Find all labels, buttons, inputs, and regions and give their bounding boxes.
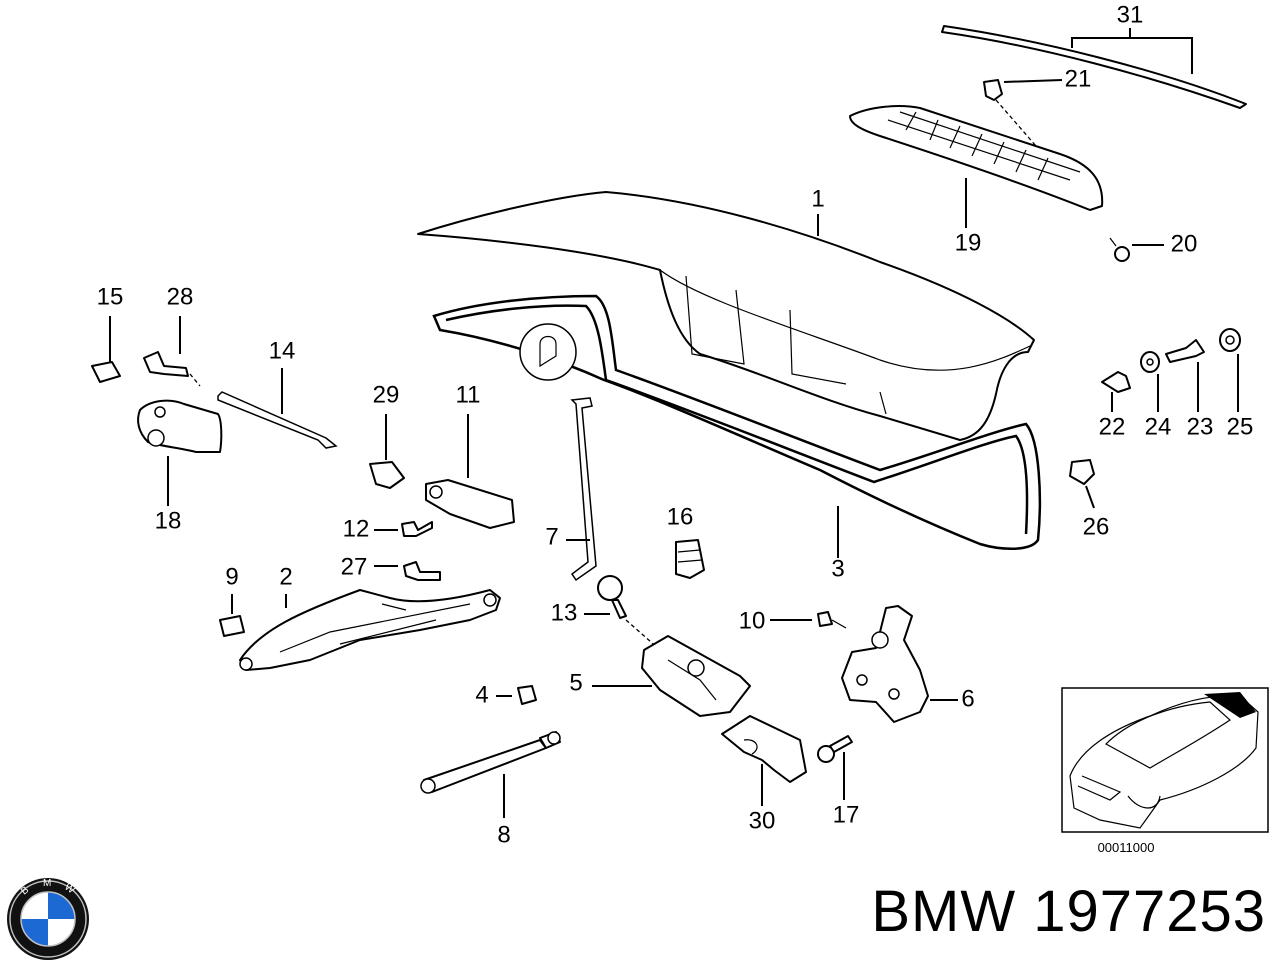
part-3-trunk-seal: 3 bbox=[432, 294, 1042, 582]
label-11: 11 bbox=[456, 381, 481, 408]
label-20: 20 bbox=[1171, 230, 1198, 257]
part-1-trunk-lid: 1 bbox=[417, 185, 1035, 441]
part-4-nut: 4 bbox=[475, 681, 537, 708]
part-25-nut: 25 bbox=[1219, 328, 1254, 440]
part-18-hinge: 18 bbox=[137, 399, 223, 534]
part-9-cap: 9 bbox=[219, 563, 245, 637]
part-5-lock-housing: 5 bbox=[569, 635, 751, 717]
label-25: 25 bbox=[1227, 413, 1254, 440]
part-17-screw: 17 bbox=[817, 735, 860, 828]
label-22: 22 bbox=[1099, 413, 1126, 440]
part-2-linkage: 2 bbox=[239, 563, 501, 671]
label-15: 15 bbox=[97, 283, 124, 310]
part-14-rod: 14 bbox=[217, 337, 338, 449]
label-24: 24 bbox=[1145, 413, 1172, 440]
label-14: 14 bbox=[269, 337, 296, 364]
inset-vehicle-location: 00011000 bbox=[1061, 687, 1269, 855]
part-27-screw: 27 bbox=[341, 553, 441, 581]
label-4: 4 bbox=[475, 681, 488, 708]
label-10: 10 bbox=[739, 607, 766, 634]
inset-code: 00011000 bbox=[1098, 840, 1155, 855]
label-19: 19 bbox=[955, 229, 982, 256]
part-19-brake-light: 19 bbox=[849, 105, 1104, 256]
label-29: 29 bbox=[373, 381, 400, 408]
label-6: 6 bbox=[961, 685, 974, 712]
label-18: 18 bbox=[155, 507, 182, 534]
part-15-bolt: 15 bbox=[91, 283, 124, 383]
label-30: 30 bbox=[749, 807, 776, 834]
part-16-buffer: 16 bbox=[667, 503, 705, 579]
label-21: 21 bbox=[1065, 65, 1092, 92]
part-31-spoiler-strip: 31 bbox=[941, 1, 1247, 109]
part-22-screw: 22 bbox=[1099, 371, 1131, 440]
label-9: 9 bbox=[225, 563, 238, 590]
label-13: 13 bbox=[551, 599, 578, 626]
label-17: 17 bbox=[833, 801, 860, 828]
part-11-switch: 11 bbox=[425, 381, 515, 529]
part-30-gasket: 30 bbox=[721, 715, 807, 834]
part-24-washer: 24 bbox=[1140, 351, 1172, 440]
label-8: 8 bbox=[497, 821, 510, 848]
part-23-bolt: 23 bbox=[1165, 339, 1214, 440]
label-1: 1 bbox=[811, 185, 824, 212]
label-23: 23 bbox=[1187, 413, 1214, 440]
part-6-lock: 6 bbox=[841, 605, 975, 723]
bmw-logo: B M W bbox=[7, 878, 89, 960]
label-7: 7 bbox=[545, 523, 558, 550]
label-31: 31 bbox=[1117, 1, 1144, 28]
part-8-gas-strut: 8 bbox=[420, 731, 561, 848]
label-28: 28 bbox=[167, 283, 194, 310]
part-28-bolt: 28 bbox=[143, 283, 201, 387]
part-20-screw: 20 bbox=[1109, 230, 1198, 262]
svg-text:M: M bbox=[43, 878, 51, 889]
label-27: 27 bbox=[341, 553, 368, 580]
part-26-clip: 26 bbox=[1069, 459, 1110, 540]
label-5: 5 bbox=[569, 669, 582, 696]
part-12-screw: 12 bbox=[343, 515, 433, 542]
label-12: 12 bbox=[343, 515, 370, 542]
part-13-screw: 13 bbox=[551, 575, 661, 651]
part-number-title: BMW 1977253 bbox=[871, 879, 1266, 944]
part-21-clip: 21 bbox=[983, 65, 1092, 147]
label-16: 16 bbox=[667, 503, 694, 530]
label-26: 26 bbox=[1083, 513, 1110, 540]
label-2: 2 bbox=[279, 563, 292, 590]
part-7-rod: 7 bbox=[545, 397, 597, 582]
part-10-screw: 10 bbox=[739, 607, 847, 634]
label-3: 3 bbox=[831, 555, 844, 582]
part-29-clip: 29 bbox=[369, 381, 405, 489]
